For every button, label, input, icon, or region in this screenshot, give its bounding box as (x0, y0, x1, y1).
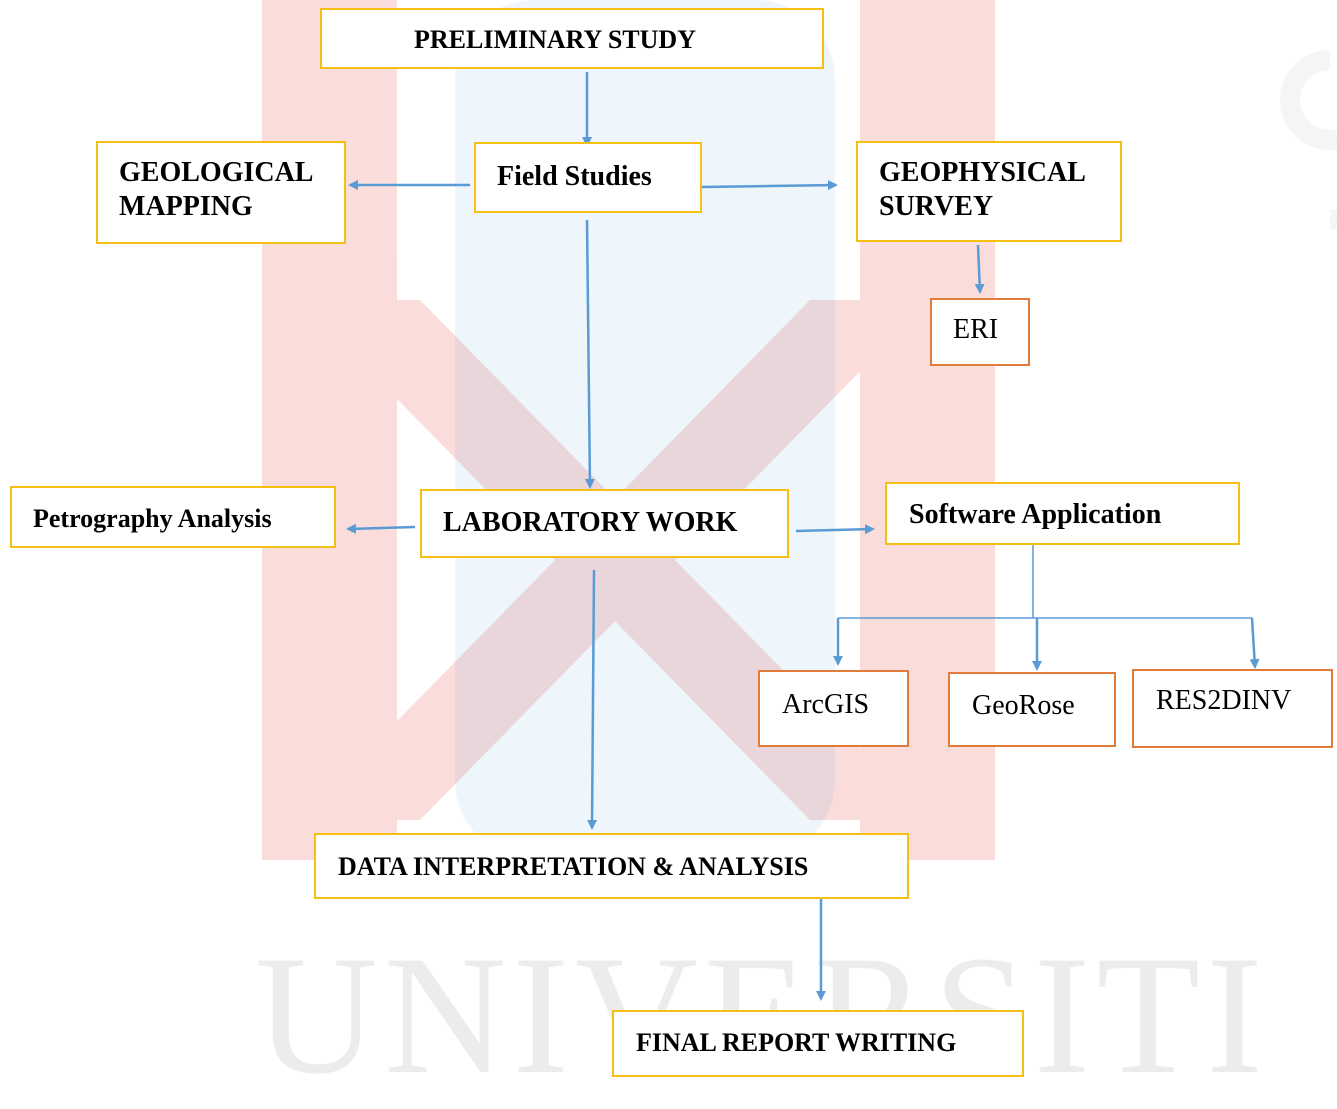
arcgis-label: ArcGIS (782, 689, 870, 720)
data-interpretation-label: DATA INTERPRETATION & ANALYSIS (338, 852, 809, 881)
eri-box: ERI (930, 298, 1030, 366)
arrow-geophysical-to-eri (974, 244, 985, 294)
arrow-to-res2dinv (1249, 617, 1260, 669)
preliminary-study-box: PRELIMINARY STUDY (320, 8, 824, 69)
res2dinv-label: RES2DINV (1156, 685, 1292, 716)
arcgis-box: ArcGIS (758, 670, 909, 747)
geological-mapping-label-line1: GEOLOGICAL (119, 157, 314, 188)
geological-mapping-box: GEOLOGICAL MAPPING (96, 141, 346, 244)
laboratory-work-box: LABORATORY WORK (420, 489, 789, 558)
field-studies-label: Field Studies (497, 161, 652, 192)
geophysical-survey-label-line2: SURVEY (879, 191, 994, 222)
georose-box: GeoRose (948, 672, 1116, 747)
final-report-box: FINAL REPORT WRITING (612, 1010, 1024, 1077)
arrow-field-to-geophysical (701, 180, 838, 191)
connector-arrows (346, 72, 1260, 1001)
data-interpretation-box: DATA INTERPRETATION & ANALYSIS (314, 833, 909, 899)
georose-label: GeoRose (972, 690, 1075, 721)
field-studies-box: Field Studies (474, 142, 702, 213)
res2dinv-box: RES2DINV (1132, 669, 1333, 748)
arrow-laboratory-to-software (795, 524, 875, 535)
petrography-analysis-label: Petrography Analysis (33, 504, 272, 533)
arrow-field-to-laboratory (584, 219, 595, 489)
geological-mapping-label-line2: MAPPING (119, 191, 253, 222)
geophysical-survey-label-line1: GEOPHYSICAL (879, 157, 1086, 188)
arrow-laboratory-to-data (587, 569, 598, 830)
laboratory-work-label: LABORATORY WORK (443, 507, 738, 538)
preliminary-study-label: PRELIMINARY STUDY (414, 25, 696, 54)
software-application-label: Software Application (909, 499, 1162, 530)
final-report-label: FINAL REPORT WRITING (636, 1028, 957, 1057)
geophysical-survey-box: GEOPHYSICAL SURVEY (856, 141, 1122, 242)
software-application-box: Software Application (885, 482, 1240, 545)
eri-label: ERI (953, 314, 999, 345)
petrography-analysis-box: Petrography Analysis (10, 486, 336, 548)
arrow-laboratory-to-petrography (346, 523, 416, 534)
